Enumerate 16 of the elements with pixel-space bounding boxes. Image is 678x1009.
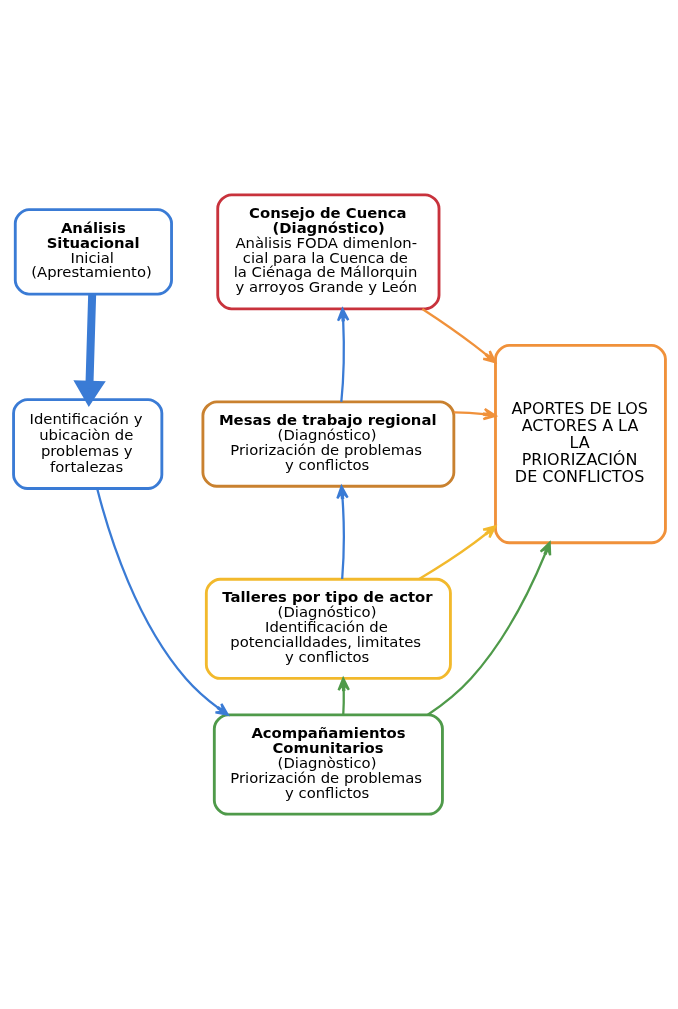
arrow <box>336 307 349 402</box>
arrow <box>421 308 496 364</box>
arrow <box>335 485 349 580</box>
node-box: Identificación y ubicaciòn de problemas y fortalezas <box>11 398 163 490</box>
arrow <box>95 488 229 716</box>
arrow <box>426 541 551 716</box>
arrow <box>72 294 106 408</box>
node-box: Consejo de Cuenca (Diagnóstico) Anàlisis FODA dimenlon- cial para la Cuenca de la Ciénaga de Mállorquin y arroyos Grande y León <box>215 193 440 311</box>
node-box: Análisis Situacional Inicial (Aprestamiento) <box>13 208 173 296</box>
arrow <box>453 407 497 421</box>
arrow <box>417 525 496 581</box>
node-box: Talleres por tipo de actor (Diagnóstico) Identificación de potencialldades, limitates y conflictos <box>204 577 452 680</box>
arrow <box>336 677 350 715</box>
node-box: Acompañamientos Comunitarios (Diagnòstico) Priorización de problemas y conflictos <box>212 713 444 816</box>
node-box: Mesas de trabajo regional (Diagnóstico) Priorización de problemas y conflictos <box>201 400 455 488</box>
node-box: APORTES DE LOS ACTORES A LA LA PRIORIZACIÓN DE CONFLICTOS <box>493 343 667 545</box>
